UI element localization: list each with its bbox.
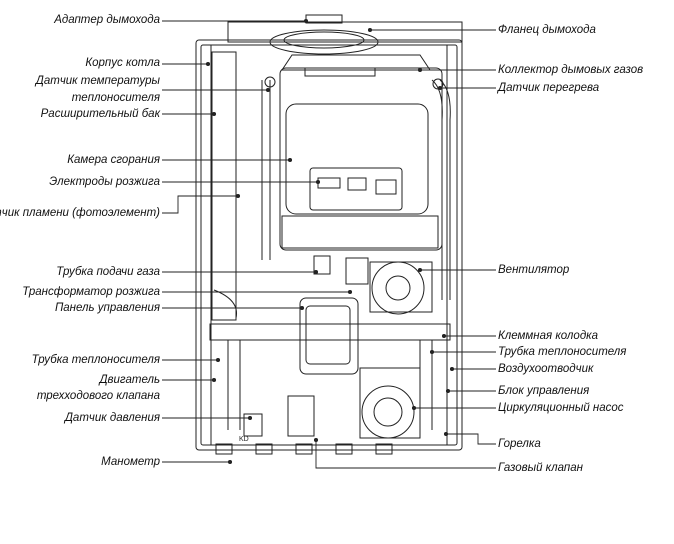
- fan: [371, 261, 425, 315]
- flue-adapter-plate: [227, 21, 463, 43]
- label-combustion-chamber: Камера сгорания: [67, 154, 160, 166]
- pressure-sensor: [243, 413, 263, 437]
- heating-pipe-right: [419, 340, 433, 430]
- kd-mark: KD: [239, 436, 249, 443]
- overheat-sensor: [432, 78, 444, 90]
- label-overheat-sensor: Датчик перегрева: [498, 82, 600, 94]
- label-valve-motor-2: трехходового клапана: [36, 390, 160, 402]
- label-control-panel: Панель управления: [54, 302, 160, 314]
- label-expansion-tank: Расширительный бак: [40, 108, 160, 120]
- label-boiler-casing: Корпус котла: [85, 57, 160, 69]
- label-air-vent: Воздухоотводчик: [498, 363, 594, 375]
- temp-sensor: [264, 76, 276, 88]
- label-control-unit: Блок управления: [498, 385, 590, 397]
- label-flue-gas-collector: Коллектор дымовых газов: [498, 64, 644, 76]
- ignition-transformer: [345, 257, 369, 285]
- expansion-tank: [211, 51, 237, 321]
- label-fan: Вентилятор: [498, 264, 570, 276]
- gas-valve: [287, 395, 315, 437]
- label-valve-motor-1: Двигатель: [99, 374, 160, 386]
- boiler-casing: [195, 39, 463, 451]
- label-gas-pipe: Трубка подачи газа: [56, 266, 160, 278]
- gas-pipe: [313, 255, 331, 275]
- flue-flange-ellipse: [269, 29, 379, 55]
- label-flue-adapter: Адаптер дымохода: [54, 14, 160, 26]
- label-heating-pipe-right: Трубка теплоносителя: [498, 346, 627, 358]
- label-manometer: Манометр: [101, 456, 160, 468]
- label-heating-pipe-left: Трубка теплоносителя: [31, 354, 160, 366]
- label-burner: Горелка: [498, 438, 541, 450]
- label-gas-valve: Газовый клапан: [498, 462, 583, 474]
- label-pressure-sensor: Датчик давления: [64, 412, 160, 424]
- label-terminal-block: Клеммная колодка: [498, 330, 598, 342]
- label-circulation-pump: Циркуляционный насос: [498, 402, 624, 414]
- pipe-right: [431, 79, 451, 300]
- ignition-electrodes: [309, 167, 403, 211]
- circulation-pump: [361, 385, 415, 439]
- label-temp-sensor-1: Датчик температуры: [35, 75, 160, 87]
- control-panel: [299, 297, 359, 375]
- label-ignition-electrodes: Электроды розжига: [49, 176, 160, 188]
- heating-pipe-left: [227, 340, 241, 430]
- label-temp-sensor-2: теплоносителя: [71, 92, 160, 104]
- combustion-chamber-outer: [279, 67, 443, 251]
- combustion-chamber: [285, 103, 429, 215]
- label-ignition-transformer: Трансформатор розжига: [22, 286, 160, 298]
- pipe-left: [261, 80, 271, 260]
- label-flame-sensor: Датчик пламени (фотоэлемент): [0, 207, 160, 219]
- label-flue-flange: Фланец дымохода: [498, 24, 596, 36]
